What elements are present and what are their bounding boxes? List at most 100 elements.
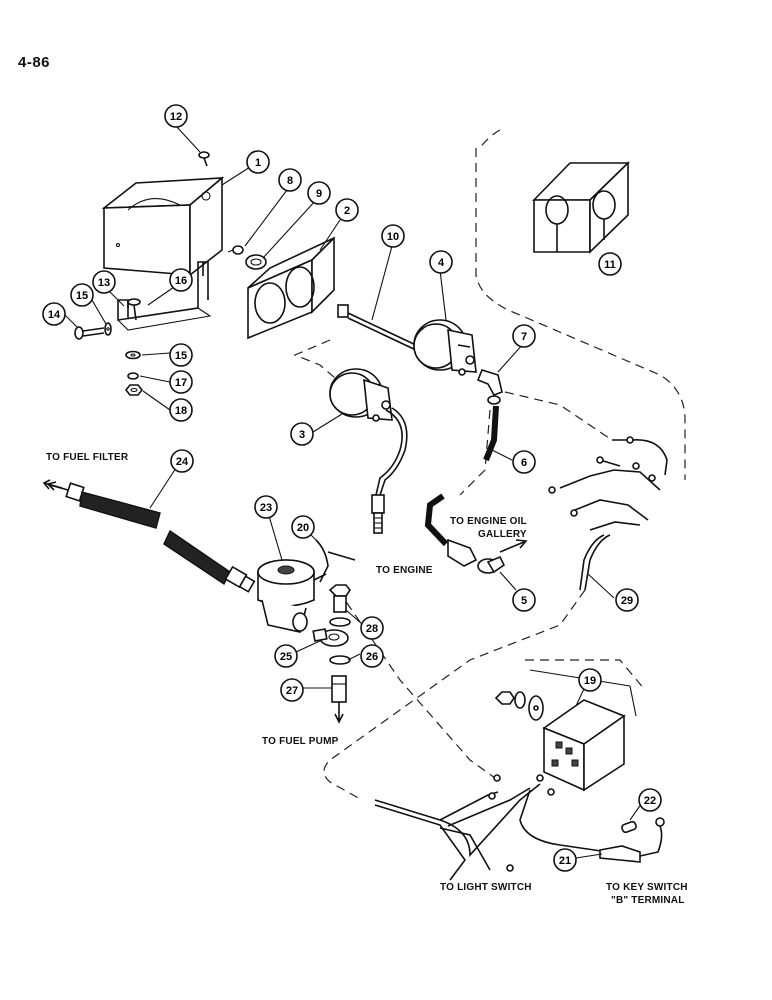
clip-9 bbox=[245, 254, 267, 270]
svg-text:11: 11 bbox=[604, 259, 616, 271]
svg-text:1: 1 bbox=[255, 157, 261, 169]
washer-26 bbox=[329, 655, 351, 665]
washer-15-upper bbox=[104, 322, 112, 336]
svg-text:22: 22 bbox=[644, 795, 656, 807]
instrument-housing-box bbox=[101, 176, 225, 277]
arrow-fuel-filter bbox=[42, 479, 63, 490]
callout-5: 5 bbox=[512, 588, 536, 612]
svg-text:15: 15 bbox=[175, 350, 187, 362]
svg-text:26: 26 bbox=[366, 651, 378, 663]
nut-washer-19 bbox=[494, 691, 544, 721]
label-to-fuel-filter: TO FUEL FILTER bbox=[46, 452, 129, 463]
elbow-fitting-7 bbox=[476, 369, 503, 405]
bolt-14 bbox=[74, 326, 105, 340]
svg-text:23: 23 bbox=[260, 502, 272, 514]
solenoid-wire-20 bbox=[315, 539, 356, 583]
svg-text:18: 18 bbox=[175, 405, 187, 417]
label-b-terminal: "B" TERMINAL bbox=[611, 895, 685, 906]
callout-9: 9 bbox=[307, 181, 331, 205]
fuse-22 bbox=[621, 820, 637, 834]
label-to-engine-oil: TO ENGINE OIL bbox=[450, 516, 527, 527]
callout-14: 14 bbox=[42, 302, 66, 326]
callout-25: 25 bbox=[274, 644, 298, 668]
bulb-8 bbox=[227, 245, 244, 255]
gauge-panel bbox=[247, 236, 335, 340]
svg-text:6: 6 bbox=[521, 457, 527, 469]
wiring-harness-29 bbox=[548, 436, 668, 591]
screw-12 bbox=[198, 151, 210, 167]
harness-route-upper bbox=[475, 148, 686, 480]
oil-hose-6 bbox=[424, 405, 499, 547]
callout-3: 3 bbox=[290, 422, 314, 446]
callout-24: 24 bbox=[170, 449, 194, 473]
gauge-route-left bbox=[293, 339, 336, 379]
oil-line-route bbox=[459, 409, 491, 496]
svg-text:7: 7 bbox=[521, 331, 527, 343]
washer-15-lower bbox=[125, 350, 141, 360]
arrow-oil-gallery bbox=[499, 539, 528, 553]
svg-text:21: 21 bbox=[559, 855, 571, 867]
harness-route-top bbox=[477, 129, 501, 151]
mounting-plate-11 bbox=[532, 161, 630, 254]
callout-29: 29 bbox=[615, 588, 639, 612]
callout-21: 21 bbox=[553, 848, 577, 872]
callout-13: 13 bbox=[92, 270, 116, 294]
callout-16: 16 bbox=[169, 268, 193, 292]
fitting-27 bbox=[331, 675, 347, 724]
temperature-gauge-4 bbox=[413, 319, 477, 376]
svg-text:13: 13 bbox=[98, 277, 110, 289]
svg-text:17: 17 bbox=[175, 377, 187, 389]
harness-route-lower bbox=[323, 589, 586, 801]
callout-8: 8 bbox=[278, 168, 302, 192]
relay-wires bbox=[374, 774, 609, 881]
capillary-tube-10 bbox=[337, 304, 419, 352]
svg-text:29: 29 bbox=[621, 595, 633, 607]
svg-text:3: 3 bbox=[299, 429, 305, 441]
label-to-key-switch: TO KEY SWITCH bbox=[606, 882, 688, 893]
label-to-engine: TO ENGINE bbox=[376, 565, 433, 576]
callout-17: 17 bbox=[169, 370, 193, 394]
callout-2: 2 bbox=[335, 198, 359, 222]
svg-text:28: 28 bbox=[366, 623, 378, 635]
svg-text:27: 27 bbox=[286, 685, 298, 697]
svg-text:19: 19 bbox=[584, 675, 596, 687]
callout-27: 27 bbox=[280, 678, 304, 702]
callout-15-upper: 15 bbox=[70, 283, 94, 307]
svg-text:25: 25 bbox=[280, 651, 292, 663]
callout-20: 20 bbox=[291, 515, 315, 539]
callout-leaders bbox=[63, 125, 645, 859]
svg-text:8: 8 bbox=[287, 175, 293, 187]
svg-text:10: 10 bbox=[387, 231, 399, 243]
oil-pressure-gauge-3 bbox=[329, 368, 393, 422]
relay-box-19 bbox=[529, 669, 637, 792]
svg-text:9: 9 bbox=[316, 188, 322, 200]
callout-7: 7 bbox=[512, 324, 536, 348]
svg-text:12: 12 bbox=[170, 111, 182, 123]
label-to-light-switch: TO LIGHT SWITCH bbox=[440, 882, 532, 893]
callout-28: 28 bbox=[360, 616, 384, 640]
callout-22: 22 bbox=[638, 788, 662, 812]
callouts: 1 2 3 4 5 6 7 8 9 10 11 12 13 14 15 15 1… bbox=[42, 104, 662, 872]
label-gallery: GALLERY bbox=[478, 529, 527, 540]
svg-text:4: 4 bbox=[438, 257, 445, 269]
svg-text:24: 24 bbox=[176, 456, 189, 468]
callout-4: 4 bbox=[429, 250, 453, 274]
svg-text:5: 5 bbox=[521, 595, 527, 607]
harness-route-mid bbox=[337, 589, 496, 779]
svg-text:2: 2 bbox=[344, 205, 350, 217]
callout-1: 1 bbox=[246, 150, 270, 174]
callout-15-lower: 15 bbox=[169, 343, 193, 367]
svg-text:16: 16 bbox=[175, 275, 187, 287]
label-to-fuel-pump: TO FUEL PUMP bbox=[262, 736, 339, 747]
box-route bbox=[525, 659, 646, 691]
svg-text:15: 15 bbox=[76, 290, 88, 302]
callout-11: 11 bbox=[598, 252, 622, 276]
callout-6: 6 bbox=[512, 450, 536, 474]
callout-19: 19 bbox=[578, 668, 602, 692]
callout-26: 26 bbox=[360, 644, 384, 668]
temp-sender-wire bbox=[371, 407, 408, 534]
fuel-hose-24 bbox=[47, 481, 256, 593]
lockwasher-17 bbox=[127, 372, 139, 380]
